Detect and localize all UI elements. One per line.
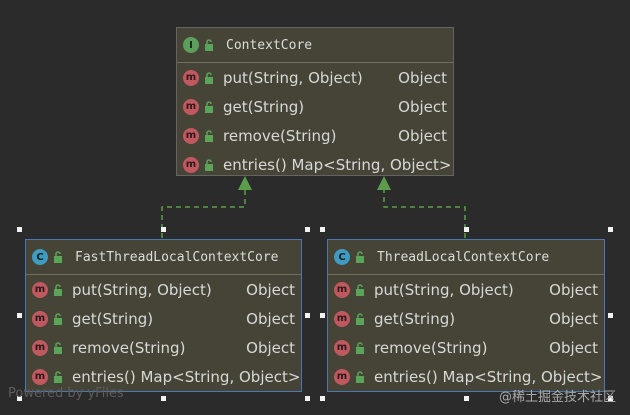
method-row-get[interactable]: m get(String) Object [328,304,604,333]
method-name: remove(String) [374,338,488,357]
lock-open-icon [205,158,213,171]
resize-handle[interactable] [161,396,166,401]
lock-open-icon [356,251,364,263]
method-name: put(String, Object) [72,280,212,299]
method-signature: entries() Map<String, Object> [223,155,452,174]
method-name: put(String, Object) [374,280,514,299]
realization-arrowhead-right [377,176,391,190]
method-return-type: Object [398,97,447,116]
resize-handle[interactable] [464,227,469,232]
method-row-put[interactable]: m put(String, Object) Object [177,63,453,92]
method-icon: m [334,281,350,298]
interface-icon: I [183,37,199,53]
method-name: get(String) [72,309,154,328]
method-name: remove(String) [223,126,337,145]
method-name: get(String) [374,309,456,328]
method-return-type: Object [549,309,598,328]
method-row-entries[interactable]: m entries() Map<String, Object> [26,362,301,391]
realization-edge-right [383,190,466,238]
lock-open-icon [356,312,364,325]
node-title: FastThreadLocalContextCore [75,249,279,265]
powered-by-label: Powered by yFiles [8,386,124,401]
resize-handle[interactable] [320,313,325,318]
method-signature: entries() Map<String, Object> [72,367,301,386]
resize-handle[interactable] [608,396,613,401]
method-row-get[interactable]: m get(String) Object [177,92,453,121]
node-header: I ContextCore [177,28,453,63]
method-icon: m [334,339,350,356]
resize-handle[interactable] [17,227,22,232]
lock-open-icon [54,251,62,263]
resize-handle[interactable] [464,396,469,401]
resize-handle[interactable] [320,396,325,401]
method-name: put(String, Object) [223,68,363,87]
method-row-entries[interactable]: m entries() Map<String, Object> [177,150,453,179]
method-icon: m [183,69,199,86]
method-name: get(String) [223,97,305,116]
resize-handle[interactable] [161,227,166,232]
lock-open-icon [54,312,62,325]
method-signature: entries() Map<String, Object> [374,367,603,386]
node-title: ContextCore [226,37,313,53]
resize-handle[interactable] [17,396,22,401]
realization-edge-left [161,190,246,238]
method-icon: m [32,281,48,298]
resize-handle[interactable] [305,396,310,401]
node-header: C ThreadLocalContextCore [328,240,604,275]
lock-open-icon [54,341,62,354]
watermark-label: @稀土掘金技术社区 [498,390,616,405]
method-return-type: Object [398,126,447,145]
interface-node-contextcore[interactable]: I ContextCore m put(String, Object) Obje… [176,27,454,176]
lock-open-icon [205,39,213,51]
resize-handle[interactable] [305,313,310,318]
method-return-type: Object [246,309,295,328]
lock-open-icon [54,283,62,296]
lock-open-icon [205,100,213,113]
method-row-get[interactable]: m get(String) Object [26,304,301,333]
method-return-type: Object [246,280,295,299]
method-row-put[interactable]: m put(String, Object) Object [328,275,604,304]
resize-handle[interactable] [608,313,613,318]
node-header: C FastThreadLocalContextCore [26,240,301,275]
method-icon: m [32,368,48,385]
lock-open-icon [54,370,62,383]
class-node-threadlocalcontextcore[interactable]: C ThreadLocalContextCore m put(String, O… [327,239,605,392]
realization-arrowhead-left [238,176,252,190]
method-icon: m [334,310,350,327]
resize-handle[interactable] [608,227,613,232]
lock-open-icon [205,129,213,142]
resize-handle[interactable] [320,227,325,232]
class-icon: C [32,249,48,265]
lock-open-icon [356,283,364,296]
method-return-type: Object [549,280,598,299]
method-return-type: Object [398,68,447,87]
method-row-remove[interactable]: m remove(String) Object [177,121,453,150]
class-node-fastthreadlocalcontextcore[interactable]: C FastThreadLocalContextCore m put(Strin… [25,239,302,392]
resize-handle[interactable] [17,313,22,318]
method-row-remove[interactable]: m remove(String) Object [328,333,604,362]
resize-handle[interactable] [305,227,310,232]
method-row-remove[interactable]: m remove(String) Object [26,333,301,362]
lock-open-icon [205,71,213,84]
method-return-type: Object [246,338,295,357]
method-return-type: Object [549,338,598,357]
lock-open-icon [356,341,364,354]
lock-open-icon [356,370,364,383]
method-icon: m [334,368,350,385]
method-row-entries[interactable]: m entries() Map<String, Object> [328,362,604,391]
method-icon: m [32,339,48,356]
method-icon: m [32,310,48,327]
method-name: remove(String) [72,338,186,357]
method-icon: m [183,127,199,144]
method-icon: m [183,156,199,173]
node-title: ThreadLocalContextCore [377,249,550,265]
method-row-put[interactable]: m put(String, Object) Object [26,275,301,304]
method-icon: m [183,98,199,115]
class-icon: C [334,249,350,265]
